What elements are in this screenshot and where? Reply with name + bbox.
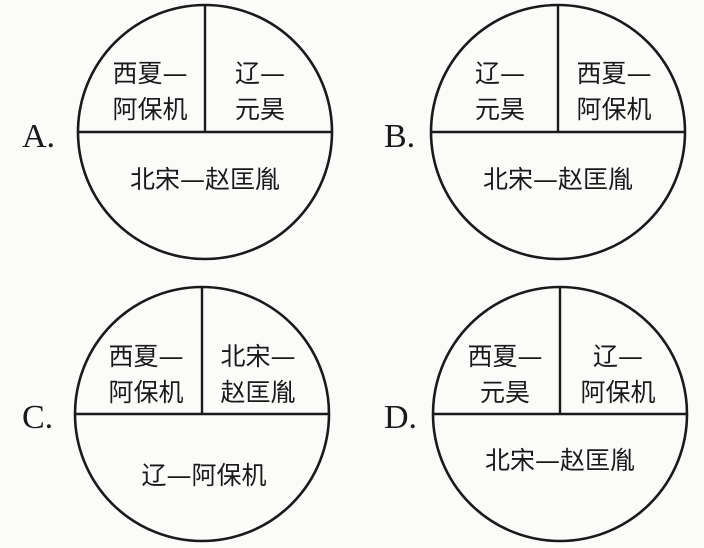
option-a-top-right-line2: 元昊 — [235, 95, 285, 124]
option-d-top-left-line1: 西夏— — [467, 342, 542, 371]
option-b-bottom-text: 北宋—赵匡胤 — [483, 165, 633, 194]
option-d-top-left-line2: 元昊 — [480, 378, 530, 407]
option-a-bottom-text: 北宋—赵匡胤 — [130, 165, 280, 194]
option-c[interactable]: C. 西夏— 阿保机 北宋— 赵匡胤 辽—阿保机 — [22, 285, 331, 543]
option-c-top-left-line1: 西夏— — [108, 342, 183, 371]
option-c-label: C. — [22, 399, 53, 436]
option-d-top-right-line2: 阿保机 — [580, 378, 655, 407]
option-a-label: A. — [22, 118, 55, 155]
option-a-top-left-line2: 阿保机 — [112, 95, 187, 124]
option-d[interactable]: D. 西夏— 元昊 辽— 阿保机 北宋—赵匡胤 — [384, 285, 689, 543]
option-a[interactable]: A. 西夏— 阿保机 辽— 元昊 北宋—赵匡胤 — [22, 3, 334, 261]
option-c-top-right-line1: 北宋— — [220, 342, 295, 371]
option-b-label: B. — [384, 118, 415, 155]
option-c-bottom-text: 辽—阿保机 — [141, 461, 266, 490]
option-b[interactable]: B. 辽— 元昊 西夏— 阿保机 北宋—赵匡胤 — [384, 3, 687, 261]
option-d-top-right-line1: 辽— — [593, 342, 643, 371]
option-b-top-right-line1: 西夏— — [576, 59, 651, 88]
option-b-top-right-line2: 阿保机 — [576, 95, 651, 124]
option-d-label: D. — [384, 399, 417, 436]
option-c-top-right-line2: 赵匡胤 — [220, 378, 295, 407]
option-a-top-left-line1: 西夏— — [112, 59, 187, 88]
option-d-bottom-text: 北宋—赵匡胤 — [485, 446, 635, 475]
option-a-top-right-line1: 辽— — [235, 59, 285, 88]
option-c-top-left-line2: 阿保机 — [108, 378, 183, 407]
option-b-top-left-line2: 元昊 — [475, 95, 525, 124]
option-b-top-left-line1: 辽— — [475, 59, 525, 88]
